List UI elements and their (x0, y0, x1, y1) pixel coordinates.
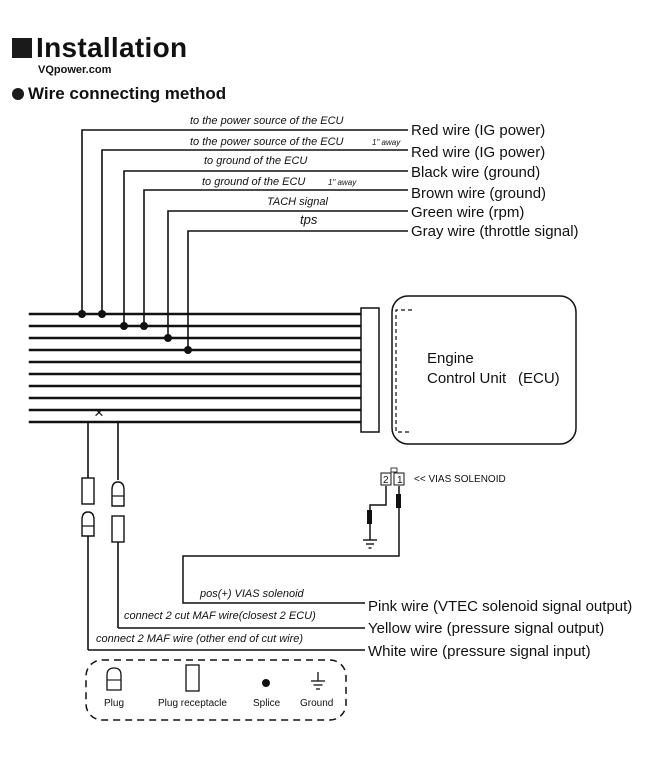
title-square-icon (12, 38, 32, 58)
ecu-label-line2: Control Unit (427, 370, 507, 387)
ecu-label-line3: (ECU) (518, 370, 560, 387)
wire-note: connect 2 cut MAF wire(closest 2 ECU) (124, 610, 316, 622)
splice-dot (164, 334, 172, 342)
wire-note: tps (300, 212, 318, 227)
legend-splice-icon (262, 679, 270, 687)
legend-plug-label: Plug (104, 698, 124, 709)
vias-signal-wire (182, 486, 400, 604)
legend-box (85, 659, 347, 721)
plug-shape (111, 481, 125, 507)
cut-mark: × (94, 403, 104, 422)
splice-dot (120, 322, 128, 330)
wire-note: to ground of the ECU (202, 176, 305, 188)
wire-label: Yellow wire (pressure signal output) (368, 620, 604, 637)
legend-ground-icon (311, 672, 325, 690)
bullet-icon (12, 88, 24, 100)
wire-black (123, 170, 408, 326)
section-subtitle: Wire connecting method (28, 84, 227, 103)
splice-dot (98, 310, 106, 318)
splice-dot (140, 322, 148, 330)
legend-ground-label: Ground (300, 698, 333, 709)
legend-receptacle-icon (185, 664, 200, 692)
wire-green (167, 210, 408, 338)
legend-receptacle-label: Plug receptacle (158, 698, 227, 709)
vias-pin-1: 1 (397, 475, 403, 486)
subtitle-row: Wire connecting method (12, 84, 226, 104)
wire-label: Gray wire (throttle signal) (411, 223, 579, 240)
ecu-connector (360, 307, 380, 433)
page-title: Installation (36, 32, 188, 63)
wire-note-extra: 1" away (372, 138, 401, 147)
wire-label: White wire (pressure signal input) (368, 643, 591, 660)
site-name: VQpower.com (38, 64, 112, 76)
wire-note: to ground of the ECU (204, 155, 307, 167)
plug-receptacle (81, 477, 95, 505)
ground-icon (363, 539, 377, 549)
wire-gray (187, 230, 408, 350)
wire-label: Red wire (IG power) (411, 122, 545, 139)
splice-dot (78, 310, 86, 318)
wire-brown (143, 189, 408, 326)
wire-label: Pink wire (VTEC solenoid signal output) (368, 598, 632, 615)
vias-label: << VIAS SOLENOID (414, 474, 506, 485)
vias-connector (380, 467, 405, 486)
ecu-box (391, 295, 577, 445)
title-row: Installation (12, 32, 187, 64)
wire-red-2 (101, 149, 408, 314)
legend-plug-icon (106, 667, 122, 691)
wire-note: TACH signal (267, 196, 328, 208)
wire-note: to the power source of the ECU (190, 115, 344, 127)
wire-label: Black wire (ground) (411, 164, 540, 181)
plug-receptacle (111, 515, 125, 543)
wire-note-extra: 1" away (328, 178, 357, 187)
wire-label: Green wire (rpm) (411, 204, 524, 221)
wire-label: Red wire (IG power) (411, 144, 545, 161)
wire-note: to the power source of the ECU (190, 136, 344, 148)
plug-shape (81, 511, 95, 537)
vias-ground-wire (369, 486, 387, 540)
wire-red-1 (81, 129, 408, 314)
ecu-inner-dash (395, 309, 412, 433)
ecu-label-line1: Engine (427, 350, 474, 367)
vias-pin-2: 2 (383, 475, 389, 486)
wire-note: pos(+) VIAS solenoid (199, 588, 305, 600)
splice-dot (184, 346, 192, 354)
wire-note: connect 2 MAF wire (other end of cut wir… (96, 633, 303, 645)
legend-splice-label: Splice (253, 698, 281, 709)
wire-label: Brown wire (ground) (411, 185, 546, 202)
